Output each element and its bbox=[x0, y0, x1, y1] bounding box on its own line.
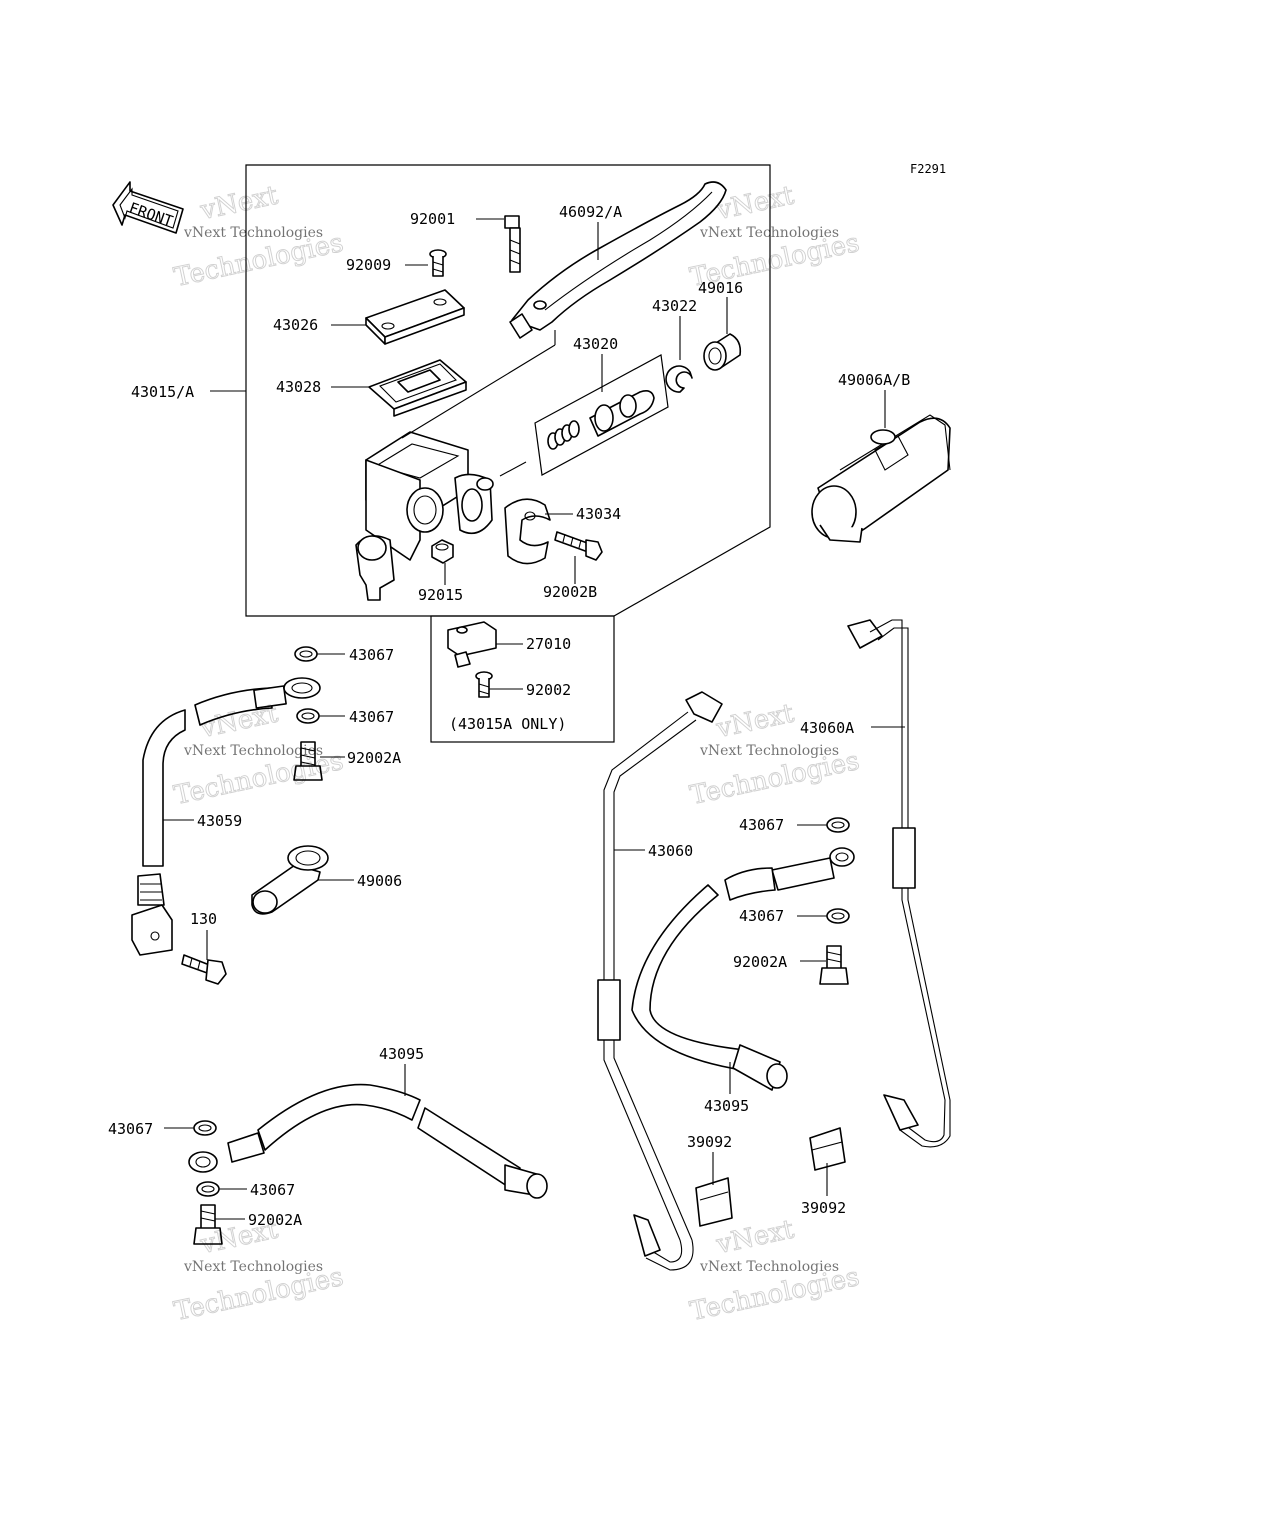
label-43028: 43028 bbox=[276, 378, 321, 396]
label-92002a-lower: 92002A bbox=[248, 1211, 302, 1229]
label-43067-right-a: 43067 bbox=[739, 816, 784, 834]
master-cylinder-assembly-outline bbox=[245, 164, 771, 617]
nut-92015 bbox=[431, 539, 454, 564]
label-43022: 43022 bbox=[652, 297, 697, 315]
svg-text:vNext Technologies: vNext Technologies bbox=[183, 743, 323, 759]
label-92002: 92002 bbox=[526, 681, 571, 699]
diaphragm-43028 bbox=[368, 359, 467, 417]
label-43026: 43026 bbox=[273, 316, 318, 334]
washer-43067-middle bbox=[296, 708, 320, 724]
washer-43067-right-b bbox=[826, 908, 850, 924]
label-27010: 27010 bbox=[526, 635, 571, 653]
banjo-bolt-92002a-left bbox=[293, 741, 323, 781]
label-130: 130 bbox=[190, 910, 217, 928]
label-49006: 49006 bbox=[357, 872, 402, 890]
svg-text:vNext Technologies: vNext Technologies bbox=[183, 225, 323, 241]
boot-49016 bbox=[703, 333, 742, 371]
watermark-mid-left: vNext Technologies vNext Technologies bbox=[171, 698, 347, 812]
label-92001: 92001 bbox=[410, 210, 455, 228]
watermark-bottom-left: vNext Technologies vNext Technologies bbox=[171, 1214, 347, 1328]
label-43015a: 43015/A bbox=[131, 383, 194, 401]
brake-hose-43095-left bbox=[188, 1083, 548, 1199]
svg-text:vNext Technologies: vNext Technologies bbox=[699, 743, 839, 759]
diagram-code: F2291 bbox=[910, 162, 946, 176]
cover-49006ab bbox=[811, 414, 951, 543]
front-arrow-icon: FRONT bbox=[112, 181, 184, 234]
label-92002a-right: 92002A bbox=[733, 953, 787, 971]
master-cylinder-body bbox=[355, 330, 556, 601]
label-43095-left: 43095 bbox=[379, 1045, 424, 1063]
label-43034: 43034 bbox=[576, 505, 621, 523]
label-49006ab: 49006A/B bbox=[838, 371, 910, 389]
clip-39092-right bbox=[809, 1127, 846, 1171]
brake-pipe-43060a bbox=[847, 619, 951, 1148]
pivot-bolt-92001 bbox=[504, 215, 521, 273]
washer-43067-lower-b bbox=[196, 1181, 220, 1197]
label-49016: 49016 bbox=[698, 279, 743, 297]
bolt-92002b bbox=[554, 531, 603, 561]
clamp-43034 bbox=[504, 498, 551, 565]
brake-hose-43095-right bbox=[631, 847, 855, 1091]
label-43067-lower-b: 43067 bbox=[250, 1181, 295, 1199]
label-43060a: 43060A bbox=[800, 719, 854, 737]
label-43067-middle: 43067 bbox=[349, 708, 394, 726]
label-46092a: 46092/A bbox=[559, 203, 622, 221]
svg-text:vNext Technologies: vNext Technologies bbox=[699, 1259, 839, 1275]
watermark-top-right: vNext Technologies vNext Technologies bbox=[687, 180, 863, 294]
clip-39092-left bbox=[695, 1177, 733, 1227]
svg-text:vNext: vNext bbox=[713, 1214, 797, 1260]
label-43060: 43060 bbox=[648, 842, 693, 860]
banjo-bolt-92002a-lower bbox=[193, 1204, 223, 1245]
label-39092-left: 39092 bbox=[687, 1133, 732, 1151]
svg-text:vNext Technologies: vNext Technologies bbox=[183, 1259, 323, 1275]
switch-27010 bbox=[447, 621, 497, 668]
label-43067-lower-a: 43067 bbox=[108, 1120, 153, 1138]
brake-hose-43059 bbox=[131, 677, 321, 956]
label-43020: 43020 bbox=[573, 335, 618, 353]
switch-kit-note: (43015A ONLY) bbox=[449, 715, 566, 733]
svg-text:vNext: vNext bbox=[197, 180, 281, 226]
washer-43067-lower-a bbox=[193, 1120, 217, 1136]
label-43059: 43059 bbox=[197, 812, 242, 830]
svg-text:vNext: vNext bbox=[713, 180, 797, 226]
washer-43067-right-a bbox=[826, 817, 850, 833]
reservoir-cap-43026 bbox=[365, 289, 465, 345]
svg-text:vNext Technologies: vNext Technologies bbox=[699, 225, 839, 241]
piston-kit-43020 bbox=[534, 354, 669, 476]
washer-43067-upper bbox=[294, 646, 318, 662]
svg-text:vNext: vNext bbox=[713, 698, 797, 744]
watermark-mid-right: vNext Technologies vNext Technologies bbox=[687, 698, 863, 812]
leader-lines bbox=[163, 218, 905, 1220]
label-92002a-left: 92002A bbox=[347, 749, 401, 767]
brake-lever-46092 bbox=[509, 181, 727, 339]
part-labels: 92001 46092/A 92009 43026 43028 43015/A … bbox=[108, 203, 910, 1229]
watermark-bottom-right: vNext Technologies vNext Technologies bbox=[687, 1214, 863, 1328]
watermark-top-left: vNext Technologies vNext Technologies bbox=[171, 180, 347, 294]
brake-pipe-43060 bbox=[597, 691, 723, 1271]
label-39092-right: 39092 bbox=[801, 1199, 846, 1217]
label-92002b: 92002B bbox=[543, 583, 597, 601]
cap-49006 bbox=[251, 845, 329, 915]
label-43095-right: 43095 bbox=[704, 1097, 749, 1115]
circlip-43022 bbox=[665, 365, 693, 393]
label-43067-upper: 43067 bbox=[349, 646, 394, 664]
bolt-130 bbox=[181, 954, 227, 985]
screw-92002 bbox=[475, 671, 493, 698]
label-92015: 92015 bbox=[418, 586, 463, 604]
label-43067-right-b: 43067 bbox=[739, 907, 784, 925]
label-92009: 92009 bbox=[346, 256, 391, 274]
screw-92009 bbox=[429, 249, 447, 277]
banjo-bolt-92002a-right bbox=[819, 945, 849, 985]
switch-kit-box bbox=[430, 615, 615, 743]
